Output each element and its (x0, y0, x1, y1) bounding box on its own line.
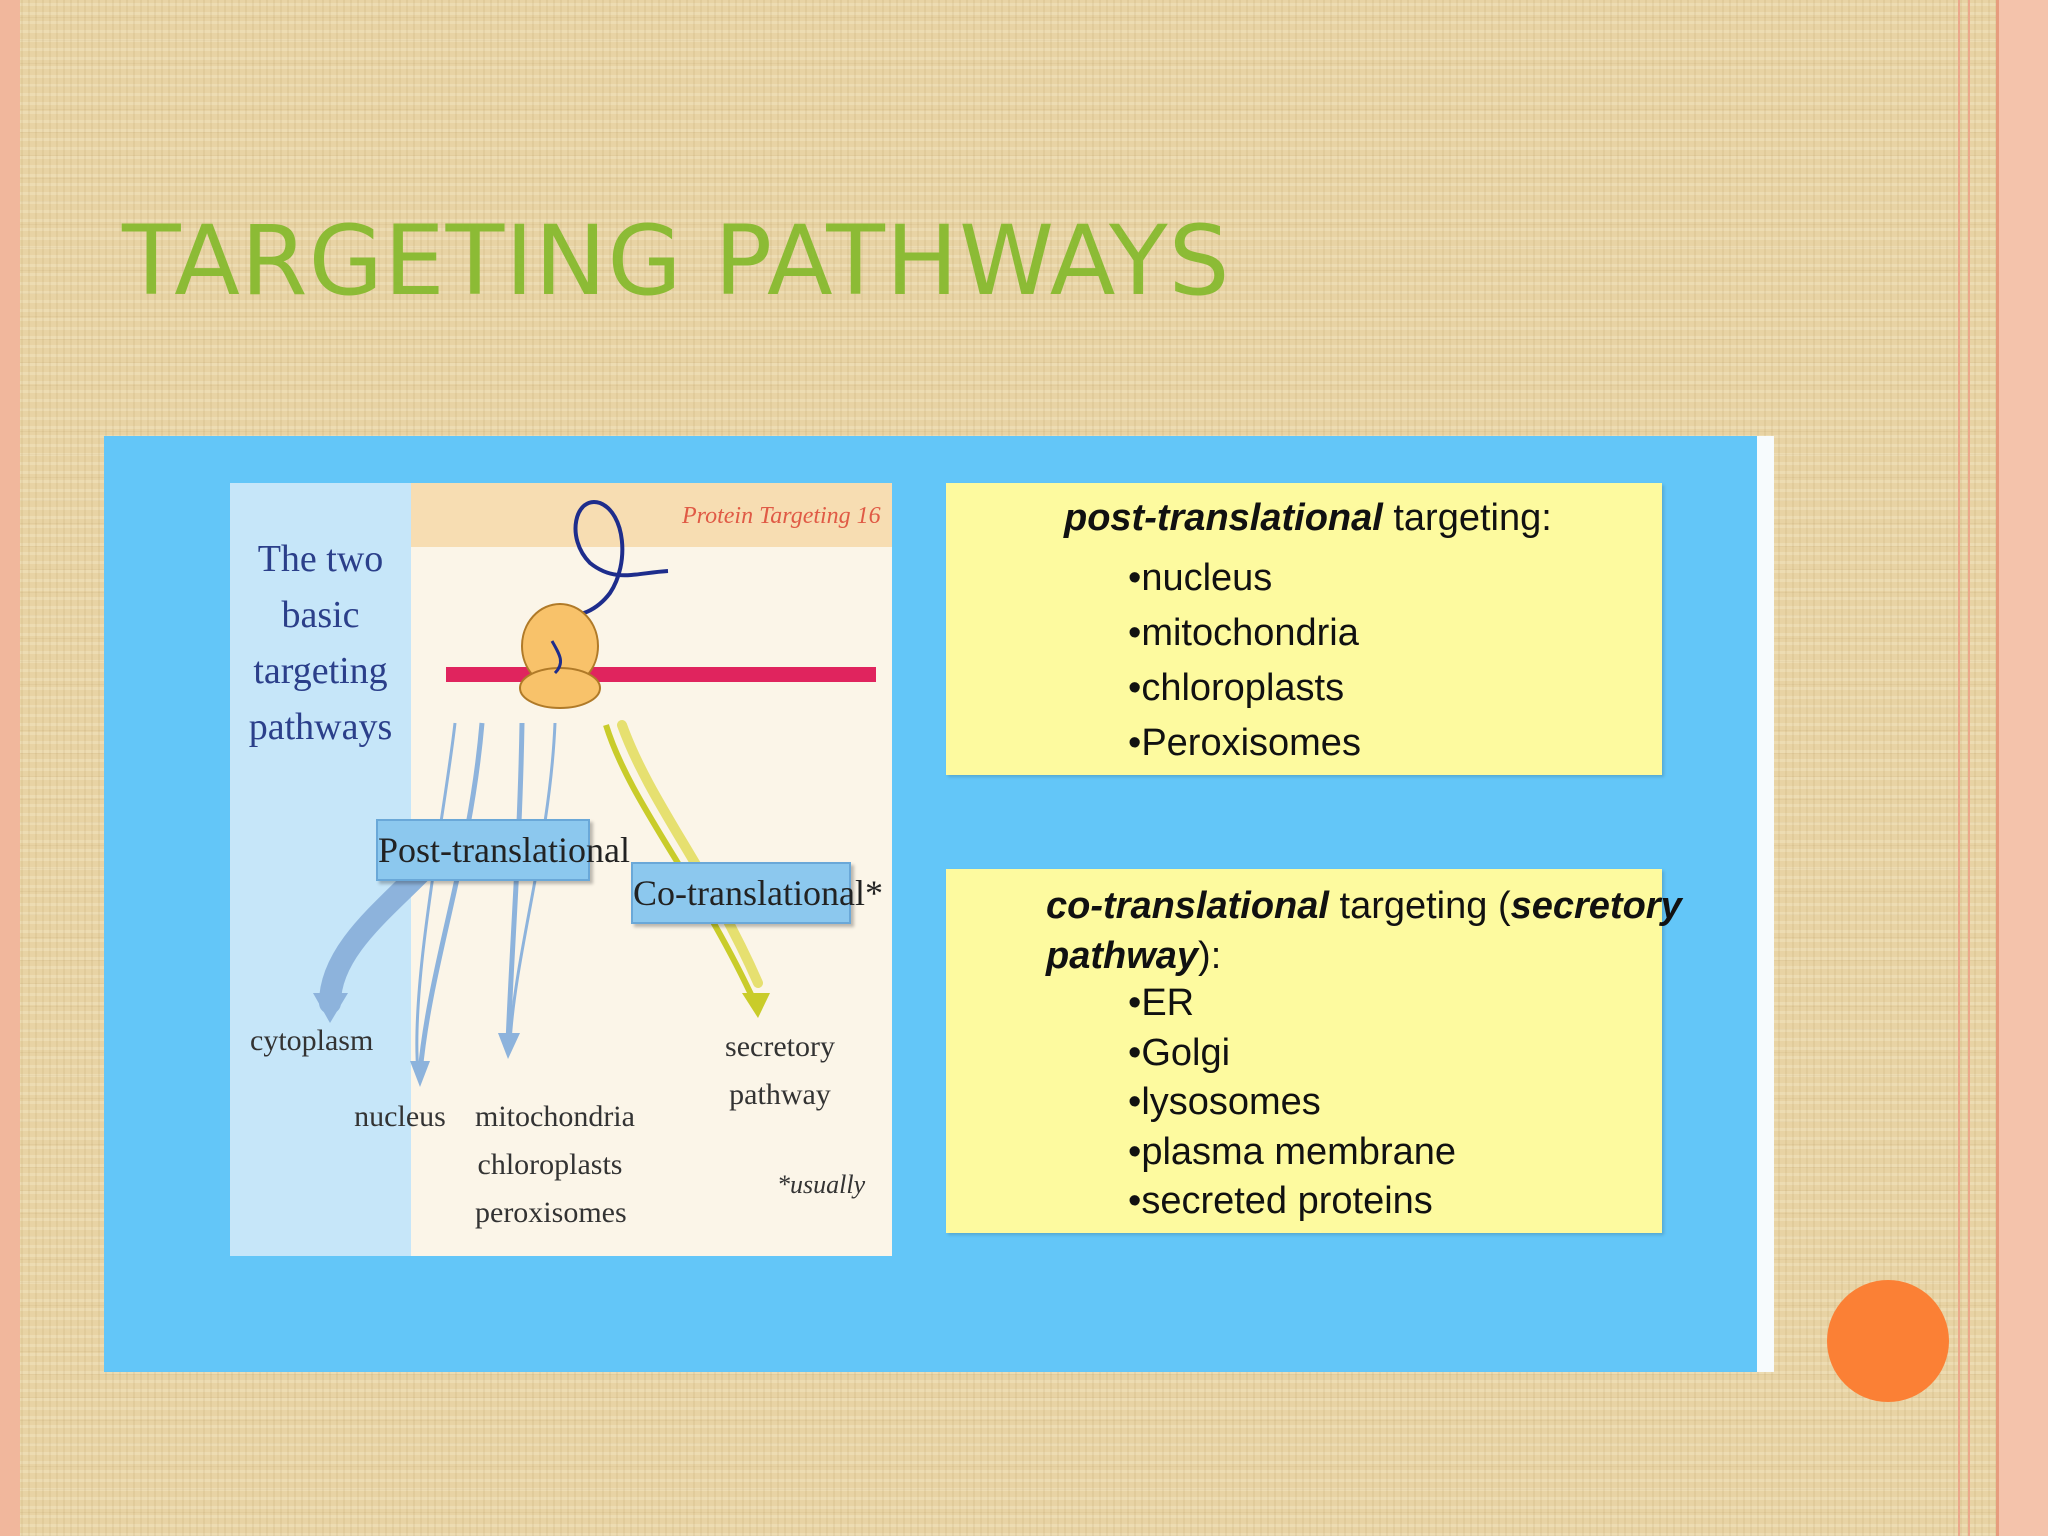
list-item: secreted proteins (1128, 1177, 1456, 1227)
footnote: *usually (777, 1170, 866, 1199)
organelles-label: mitochondria chloroplasts peroxisomes (475, 1100, 635, 1229)
figure-top-band (411, 483, 892, 547)
pathway-figure: Protein Targeting 16 The two basic targe… (230, 483, 892, 1256)
cytoplasm-label: cytoplasm (250, 1024, 374, 1057)
co-translational-box: co-translational targeting (secretory pa… (946, 869, 1682, 1233)
cytoplasm-arrow (319, 862, 431, 1014)
list-item: Peroxisomes (1128, 716, 1361, 771)
post-box-heading: post-translational targeting: (1064, 497, 1552, 539)
list-item: nucleus (1128, 551, 1361, 606)
pathway-drawing (313, 500, 876, 1087)
right-rule (1968, 0, 1970, 1536)
organelle-arrow (505, 722, 525, 1044)
post-translational-box: post-translational targeting: nucleus mi… (946, 483, 1662, 775)
organelle-arrow-tail (508, 722, 557, 1044)
nucleus-arrow-tail (415, 722, 457, 1074)
list-item: ER (1128, 979, 1456, 1029)
slide-title: TARGETING PATHWAYS (122, 205, 1231, 317)
secretory-arrow (603, 724, 758, 1005)
post-translational-label: Post-translational (376, 819, 630, 881)
figure-caption: Protein Targeting 16 (682, 503, 881, 529)
panel-edge (1757, 436, 1774, 1372)
nascent-chain (550, 640, 563, 675)
list-item: Golgi (1128, 1029, 1456, 1079)
secretory-label: secretory pathway (725, 1030, 835, 1111)
nucleus-arrowhead (410, 1061, 430, 1087)
co-box-heading: co-translational targeting (secretory pa… (1046, 885, 1682, 977)
list-item: chloroplasts (1128, 661, 1361, 716)
membrane-bar (446, 667, 876, 682)
secretory-arrow-band (617, 720, 763, 988)
accent-dot (1827, 1280, 1949, 1402)
list-item: plasma membrane (1128, 1128, 1456, 1178)
cytoplasm-arrowhead (313, 993, 348, 1023)
organelle-arrowhead (498, 1033, 520, 1059)
list-item: mitochondria (1128, 606, 1361, 661)
ribosome-small-subunit (519, 667, 601, 709)
right-rule (1958, 0, 1960, 1536)
right-border (1996, 0, 2048, 1536)
co-box-list: ER Golgi lysosomes plasma membrane secre… (1128, 979, 1456, 1227)
co-translational-label: Co-translational* (631, 862, 883, 924)
left-border (0, 0, 20, 1536)
nucleus-label: nucleus (354, 1100, 446, 1133)
post-box-list: nucleus mitochondria chloroplasts Peroxi… (1128, 551, 1361, 771)
secretory-arrowhead (742, 993, 770, 1018)
list-item: lysosomes (1128, 1078, 1456, 1128)
figure-heading: The two basic targeting pathways (248, 538, 393, 748)
nucleus-arrow (417, 722, 485, 1074)
